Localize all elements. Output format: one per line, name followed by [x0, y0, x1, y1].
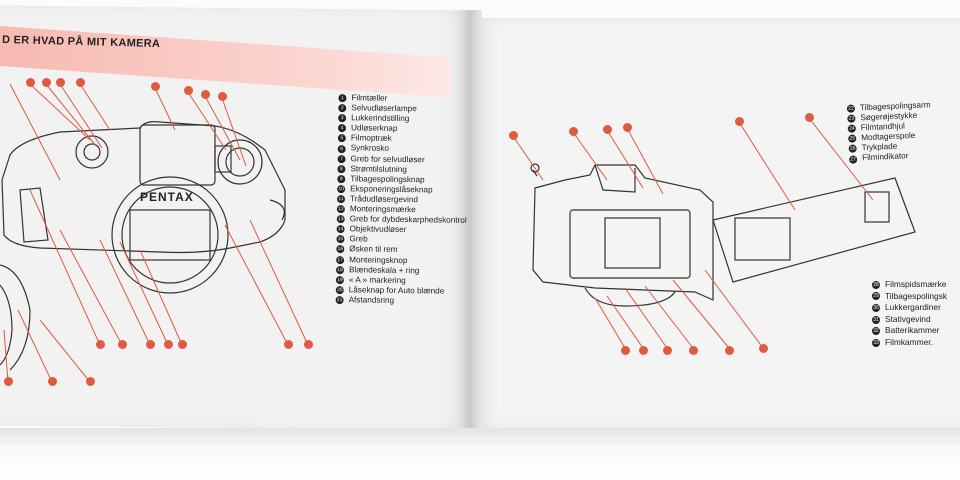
legend-label: Lukkergardiner: [885, 302, 941, 313]
legend-number: 30: [872, 303, 880, 312]
legend-item: 29 Tilbagespolingsk: [872, 291, 947, 303]
legend-label: Udløserknap: [350, 123, 398, 134]
legend-number: 5: [337, 134, 346, 143]
legend-number: 33: [872, 338, 880, 347]
legend-number: 3: [338, 114, 347, 123]
legend-label: Øsken til rem: [349, 244, 398, 255]
legend-number: 18: [335, 265, 345, 274]
book-bottom-edge: [0, 428, 960, 480]
legend-label: Filmindikator: [861, 151, 909, 163]
legend-number: 14: [336, 225, 345, 234]
legend-number: 8: [337, 164, 346, 173]
callout-3: [42, 78, 51, 87]
camera-front-illustration: PENTAX: [0, 83, 309, 383]
callout-15: [118, 340, 127, 349]
callout-33: [621, 346, 630, 355]
legend-number: 16: [336, 245, 345, 254]
legend-number: 32: [872, 327, 880, 336]
legend-number: 1: [338, 94, 347, 103]
legend-number: 25: [848, 134, 857, 144]
legend-item: 33 Filmkammer.: [872, 337, 947, 349]
legend-label: Synkrosko: [350, 143, 390, 154]
legend-item: 31 Stativgevind: [872, 314, 947, 326]
legend-number: 29: [872, 292, 880, 301]
legend-label: Filmtæller: [351, 93, 388, 103]
callout-22: [509, 131, 518, 140]
callout-16: [96, 340, 105, 349]
callout-14: [146, 340, 155, 349]
legend-number: 19: [335, 275, 344, 284]
legend-label: Filmspidsmærke: [885, 279, 947, 289]
callout-6: [151, 82, 160, 91]
callout-13: [164, 340, 173, 349]
legend-number: 7: [337, 154, 346, 163]
callout-2: [26, 78, 35, 87]
callout-4: [56, 78, 65, 87]
callout-20: [48, 377, 57, 386]
legend-number: 6: [337, 144, 346, 153]
legend-label: Greb: [349, 234, 368, 244]
callout-32: [639, 346, 648, 355]
legend-label: Filmkammer.: [885, 336, 933, 347]
callout-7: [184, 86, 193, 95]
callout-23: [569, 127, 578, 136]
legend-number: 15: [336, 235, 345, 244]
callout-10: [304, 340, 313, 349]
callout-25: [623, 123, 632, 132]
legend-number: 23: [847, 114, 856, 123]
legend-number: 12: [336, 205, 345, 214]
callout-24: [603, 125, 612, 134]
legend-item: 21 Afstandsring: [335, 295, 466, 307]
legend-number: 22: [846, 104, 856, 113]
callout-12: [178, 340, 187, 349]
legend-number: 24: [847, 124, 856, 134]
brand-logo: PENTAX: [140, 190, 194, 204]
legend-number: 13: [336, 215, 345, 224]
legend-number: 10: [337, 184, 346, 194]
callout-21: [4, 377, 13, 386]
callout-9: [218, 92, 227, 101]
callout-8: [201, 90, 210, 99]
callout-31: [663, 346, 672, 355]
parts-legend-right-bottom: 28 Filmspidsmærke 29 Tilbagespolingsk 30 Lu…: [872, 279, 947, 349]
callout-29: [725, 346, 734, 355]
callout-11: [284, 340, 293, 349]
callout-30: [689, 346, 698, 355]
legend-number: 11: [336, 195, 346, 204]
legend-item: 32 Batterikammer: [872, 325, 947, 337]
legend-number: 20: [335, 285, 344, 295]
right-page: [470, 18, 960, 428]
callout-26: [735, 117, 744, 126]
legend-label: Stativgevind: [885, 313, 931, 324]
book-gutter: [458, 10, 482, 430]
legend-item: 28 Filmspidsmærke: [872, 279, 947, 291]
legend-number: 26: [848, 144, 857, 154]
legend-label: Batterikammer: [885, 325, 940, 336]
legend-number: 21: [335, 296, 344, 305]
legend-number: 2: [338, 104, 347, 113]
legend-number: 31: [872, 315, 880, 324]
legend-number: 17: [336, 255, 345, 264]
legend-number: 28: [872, 280, 880, 289]
callout-27: [805, 113, 814, 122]
callout-28: [759, 344, 768, 353]
legend-item: 30 Lukkergardiner: [872, 302, 947, 314]
legend-label: Tilbagespolingsk: [885, 290, 948, 301]
callout-5: [76, 78, 85, 87]
callout-19: [86, 377, 95, 386]
legend-number: 4: [337, 124, 347, 133]
legend-number: 9: [337, 174, 346, 184]
legend-number: 27: [848, 154, 858, 164]
legend-label: Afstandsring: [348, 295, 395, 305]
camera-back-illustration: [512, 117, 916, 349]
legend-label: Filmoptræk: [350, 133, 392, 144]
